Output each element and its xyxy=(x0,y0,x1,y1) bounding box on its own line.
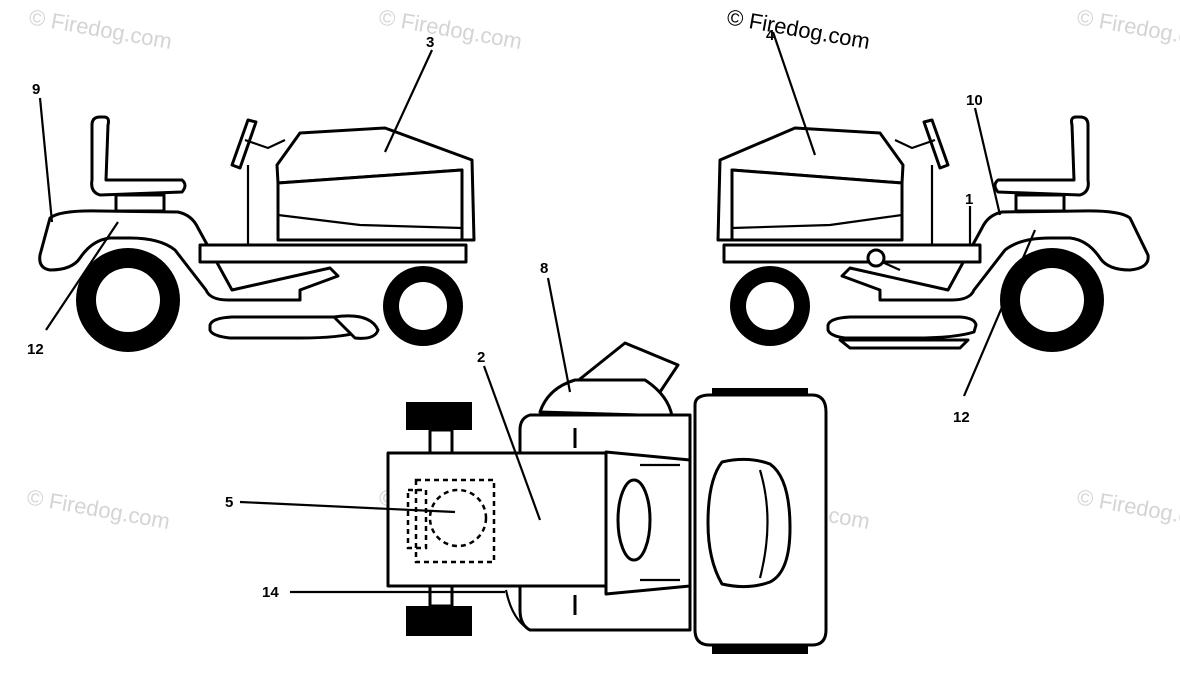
front-hub-right xyxy=(746,282,794,330)
leader-4 xyxy=(771,31,817,156)
watermark: © Firedog.com xyxy=(1075,484,1180,534)
steering-hub-top xyxy=(616,478,652,562)
callout-1: 1 xyxy=(965,191,973,208)
rear-hub-right xyxy=(1020,268,1084,332)
callout-5: 5 xyxy=(225,494,233,511)
tractor-right-side-view xyxy=(716,115,1150,352)
rear-tire-top-2 xyxy=(406,606,472,636)
deck-bump-top xyxy=(538,378,674,418)
seat-base-left xyxy=(114,193,166,213)
watermark: © Firedog.com xyxy=(377,4,524,54)
rear-fender-right xyxy=(840,209,1150,302)
leader-12-right xyxy=(962,229,1037,397)
callout-9: 9 xyxy=(32,81,40,98)
callout-14: 14 xyxy=(262,584,279,601)
seat-left xyxy=(90,115,187,197)
steering-wheel-left xyxy=(230,118,258,170)
rear-tire-top-1 xyxy=(406,402,472,430)
frame-right xyxy=(722,243,982,264)
front-hub-left xyxy=(399,282,447,330)
decal-circle xyxy=(428,488,488,548)
callout-3: 3 xyxy=(426,34,434,51)
grille-top xyxy=(706,457,792,589)
frame-left xyxy=(198,243,468,264)
leader-9 xyxy=(38,97,54,223)
callout-12-right: 12 xyxy=(953,409,970,426)
mower-deck-right xyxy=(826,315,978,340)
rear-fender-left xyxy=(38,209,340,302)
lever-knob-right xyxy=(866,248,886,268)
steering-wheel-right xyxy=(922,118,950,170)
watermark: © Firedog.com xyxy=(25,484,172,534)
callout-2: 2 xyxy=(477,349,485,366)
leader-10 xyxy=(973,107,1002,216)
leader-3 xyxy=(384,49,433,153)
leader-lines xyxy=(38,31,1037,594)
hood-side-right xyxy=(730,168,904,242)
callout-12-left: 12 xyxy=(27,341,44,358)
watermark: © Firedog.com xyxy=(1075,4,1180,54)
tractor-top-view xyxy=(386,341,828,654)
callout-10: 10 xyxy=(966,92,983,109)
hood-side-left xyxy=(276,168,464,242)
seat-base-right xyxy=(1014,193,1066,213)
tractor-left-side-view xyxy=(38,115,476,352)
seat-right xyxy=(993,115,1090,197)
rear-hub-left xyxy=(96,268,160,332)
deck-plate-right xyxy=(838,338,970,350)
leader-5 xyxy=(239,500,456,514)
callout-4: 4 xyxy=(766,27,775,44)
decal-outline xyxy=(414,478,496,564)
callouts: 3 9 12 4 10 1 12 8 2 5 14 xyxy=(27,27,983,601)
fender-top xyxy=(386,451,608,588)
leader-2 xyxy=(482,365,542,521)
watermark: © Firedog.com xyxy=(27,4,174,54)
callout-8: 8 xyxy=(540,260,548,277)
leader-12-left xyxy=(45,221,119,331)
discharge-chute-left xyxy=(332,314,380,340)
leader-8 xyxy=(546,277,572,393)
watermark-main: © Firedog.com xyxy=(725,4,872,54)
